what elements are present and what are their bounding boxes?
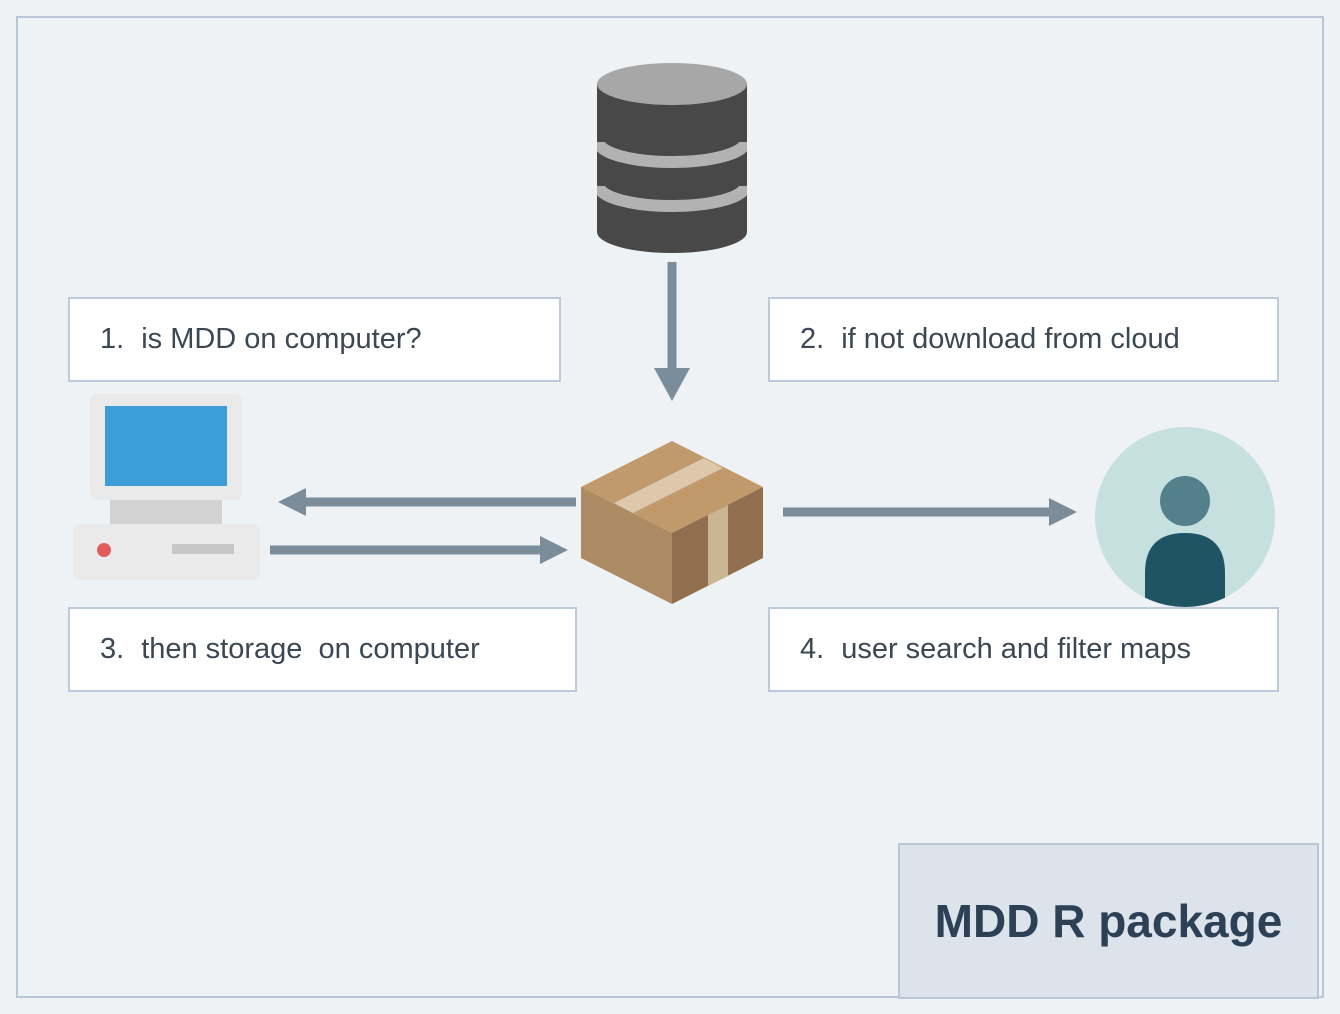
computer-base	[73, 524, 260, 580]
step-text: if not download from cloud	[841, 323, 1180, 355]
database-icon	[597, 63, 747, 253]
step-text: user search and filter maps	[841, 633, 1191, 665]
database-band-2	[597, 185, 747, 212]
step-number: 3.	[100, 633, 125, 665]
arrow-head	[540, 536, 568, 564]
step-text: then storage on computer	[141, 633, 480, 665]
arrow-head	[1049, 498, 1077, 526]
arrow-package-to-computer	[278, 488, 576, 516]
title-box: MDD R package	[898, 843, 1319, 999]
step-number: 2.	[800, 323, 825, 355]
arrow-computer-to-package	[270, 536, 568, 564]
step-text: is MDD on computer?	[141, 323, 422, 355]
arrow-head	[654, 368, 690, 401]
database-band-1	[597, 141, 747, 168]
database-bottom	[597, 211, 747, 253]
user-head	[1160, 476, 1210, 526]
user-body	[1145, 533, 1225, 607]
step-box-4: 4. user search and filter maps	[768, 607, 1279, 692]
arrow-package-to-user	[783, 498, 1077, 526]
package-tape-top	[614, 458, 723, 513]
package-tape-side	[708, 505, 728, 586]
arrow-database-to-package	[654, 262, 690, 401]
computer-icon	[73, 394, 260, 580]
computer-disk-slot	[172, 544, 234, 554]
step-number: 1.	[100, 323, 125, 355]
computer-power-light	[97, 543, 111, 557]
diagram-title: MDD R package	[934, 895, 1283, 947]
package-icon	[581, 441, 763, 604]
arrow-head	[278, 488, 306, 516]
step-box-3: 3. then storage on computer	[68, 607, 577, 692]
step-box-1: 1. is MDD on computer?	[68, 297, 561, 382]
package-left-face	[581, 487, 672, 604]
user-icon	[1095, 427, 1275, 607]
computer-stand	[110, 500, 222, 524]
canvas-border	[16, 16, 1324, 998]
step-box-2: 2. if not download from cloud	[768, 297, 1279, 382]
database-top	[597, 63, 747, 105]
step-number: 4.	[800, 633, 825, 665]
computer-screen	[105, 406, 227, 486]
